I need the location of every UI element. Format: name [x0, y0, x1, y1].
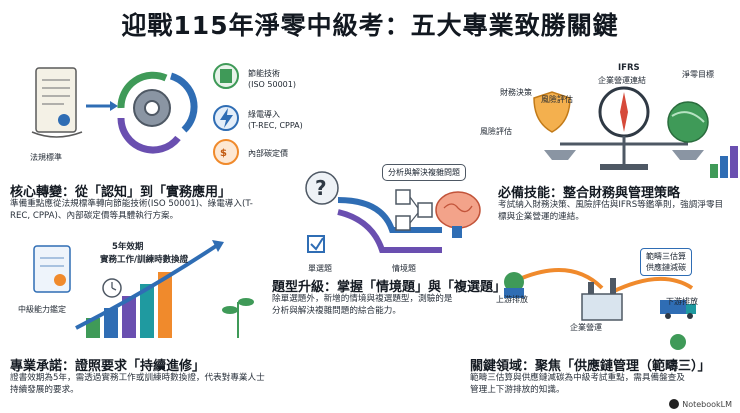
footer-brand-text: NotebookLM — [682, 399, 732, 409]
supplier-icon — [504, 272, 524, 298]
factory-icon — [581, 278, 623, 321]
label-risk: 風險評估 — [541, 95, 573, 104]
label-netzero: 淨零目標 — [682, 70, 714, 79]
supply-body: 範疇三估算與供應鏈減碳為中級考試重點，需具備盤查及管理上下游排放的知識。 — [470, 373, 685, 395]
label-downstream: 下游排放 — [666, 297, 698, 306]
mini-bar-3 — [730, 146, 738, 178]
label-green: 綠電導入 — [248, 110, 280, 119]
bar-2 — [104, 308, 118, 338]
question-body: 除單選題外，新增的情境與複選題型，測驗的是分析與解決複雜問題的綜合能力。 — [272, 294, 453, 316]
question-illustration: ? — [305, 171, 481, 253]
label-single: 單選題 — [308, 264, 332, 273]
notebooklm-logo-icon — [669, 399, 680, 409]
footer-brand: NotebookLM — [669, 399, 732, 409]
question-heading: 題型升級：掌握「情境題」與「複選題」 — [272, 280, 507, 295]
label-scope3-sub: 供應鏈減碳 — [646, 263, 686, 272]
brain-icon — [435, 191, 481, 238]
label-validity: 5年效期 — [112, 242, 144, 252]
label-energy-sub: (ISO 50001) — [248, 80, 296, 89]
label-energy: 節能技術 — [248, 69, 280, 78]
question-icon: ? — [305, 171, 339, 205]
mini-bar-2 — [720, 156, 728, 178]
label-regulation: 法規標準 — [30, 153, 62, 162]
label-ifrs-sub: 企業營運連結 — [598, 76, 646, 85]
label-company: 企業營運 — [570, 323, 602, 332]
label-scenario: 情境題 — [392, 264, 416, 273]
lightning-icon — [213, 105, 239, 131]
checkbox-icon — [307, 235, 325, 253]
label-scope3: 範疇三估算 — [646, 252, 686, 261]
skill-illustration — [533, 86, 738, 178]
shield-icon — [533, 91, 571, 133]
certificate-icon — [33, 245, 71, 293]
cert-heading: 專業承諾：證照要求「持續進修」 — [10, 359, 206, 374]
growth-arrow — [75, 244, 218, 330]
supply-illustration — [504, 268, 696, 350]
label-renew: 實務工作/訓練時數換證 — [100, 255, 189, 265]
bar-4 — [140, 284, 154, 338]
svg-text:$: $ — [220, 148, 227, 159]
label-ifrs: IFRS — [618, 63, 640, 73]
clock-icon — [102, 278, 122, 298]
price-tag-icon: $ — [213, 139, 239, 165]
skill-heading: 必備技能：整合財務與管理策略 — [498, 186, 681, 201]
supply-heading: 關鍵領域：聚焦「供應鏈管理（範疇三）」 — [470, 359, 711, 374]
label-upstream: 上游排放 — [496, 295, 528, 304]
scroll-icon — [31, 67, 83, 138]
core-body: 準備重點應從法規標準轉向節能技術(ISO 50001)、綠電導入(T-REC, … — [10, 199, 253, 221]
truck-icon — [660, 300, 696, 319]
cycle-icon — [86, 71, 198, 154]
plant-icon — [222, 298, 254, 338]
bar-3 — [122, 296, 136, 338]
label-carbon: 內部碳定價 — [248, 149, 288, 158]
cert-illustration — [33, 240, 254, 338]
svg-text:?: ? — [315, 176, 327, 200]
label-mid-level: 中級能力鑑定 — [18, 305, 66, 314]
cert-body: 證書效期為5年，需透過實務工作或訓練時數換證，代表對專業人士持續發展的要求。 — [10, 373, 265, 395]
globe-icon — [667, 101, 709, 143]
label-risk2: 風險評估 — [480, 127, 512, 136]
page-title: 迎戰115年淨零中級考：五大專業致勝關鍵 — [121, 11, 619, 40]
analysis-bubble: 分析與解決複雜問題 — [382, 164, 466, 181]
core-illustration: $ — [31, 63, 239, 165]
label-finance: 財務決策 — [500, 88, 532, 97]
building-icon — [213, 63, 239, 89]
flowchart-icon — [395, 189, 433, 231]
scope3-box: 範疇三估算 供應鏈減碳 — [640, 248, 692, 276]
bar-5 — [158, 272, 172, 338]
recycle-icon — [670, 334, 686, 350]
mini-bar-1 — [710, 164, 718, 178]
label-green-sub: (T-REC, CPPA) — [248, 121, 303, 130]
skill-body: 考試納入財務決策、風險評估與IFRS等鑑準則，強調淨零目標與企業營運的連結。 — [498, 200, 724, 222]
scale-icon — [544, 136, 704, 170]
core-heading: 核心轉變：從「認知」到「實務應用」 — [10, 185, 232, 200]
compass-icon — [598, 86, 650, 138]
